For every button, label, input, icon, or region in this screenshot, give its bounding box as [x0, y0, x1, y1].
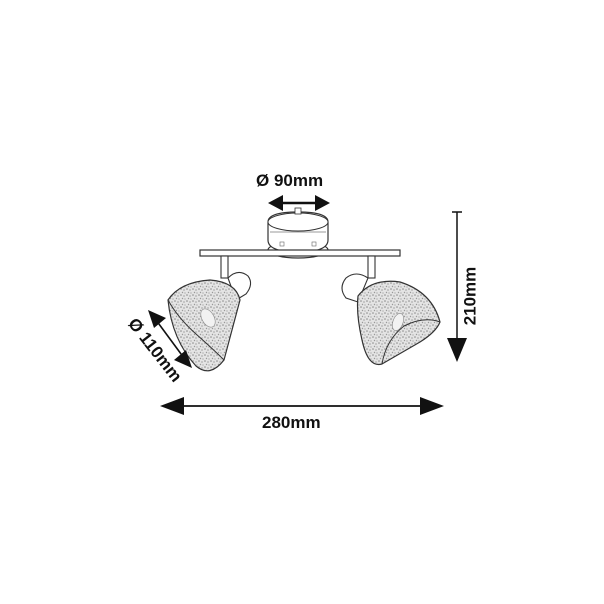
overall-height-arrow — [447, 211, 467, 362]
mount-diameter-arrow — [268, 195, 330, 211]
left-spot — [167, 255, 252, 372]
mount-diameter-label: Ø 90mm — [256, 171, 324, 190]
right-spot — [341, 255, 441, 366]
overall-width-arrow — [160, 397, 444, 415]
mounting-bar — [199, 249, 401, 257]
overall-width-label: 280mm — [262, 413, 321, 432]
shade-diameter-arrow — [148, 310, 192, 368]
overall-height-label: 210mm — [460, 266, 480, 326]
